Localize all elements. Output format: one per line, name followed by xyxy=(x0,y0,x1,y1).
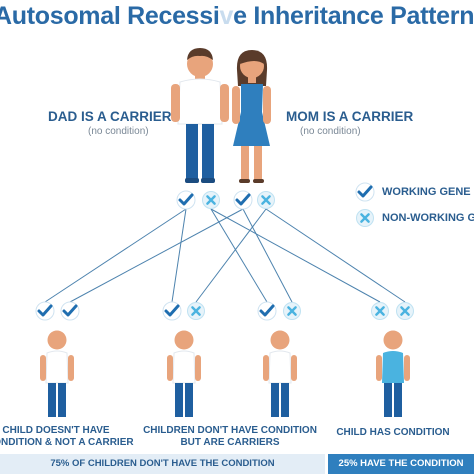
inheritance-lines xyxy=(44,208,406,303)
non-working-gene-x-icon xyxy=(201,190,221,210)
child2-label-line2: BUT ARE CARRIERS xyxy=(180,437,280,448)
working-gene-check-icon xyxy=(232,189,254,211)
line-dad-a-child2 xyxy=(171,208,187,303)
child1-label-line2: CONDITION & NOT A CARRIER xyxy=(0,437,134,448)
mom-label: MOM IS A CARRIER xyxy=(286,109,414,124)
non-working-gene-x-icon xyxy=(186,301,206,321)
footer-affected-bar: 25% HAVE THE CONDITION xyxy=(328,454,474,474)
title-part1: Autosomal Recessi xyxy=(0,2,220,30)
working-gene-check-icon xyxy=(59,300,81,322)
child2-label-line1: CHILDREN DON'T HAVE CONDITION xyxy=(143,425,317,436)
working-gene-check-icon xyxy=(256,300,278,322)
line-dad-b-child3 xyxy=(210,208,268,303)
line-dad-a-child1 xyxy=(44,208,187,303)
working-gene-check-icon xyxy=(34,300,56,322)
child-figure xyxy=(263,330,297,417)
non-working-gene-x-icon xyxy=(256,190,276,210)
non-working-gene-x-icon xyxy=(370,301,390,321)
footer-unaffected-bar: 75% OF CHILDREN DON'T HAVE THE CONDITION xyxy=(0,454,325,474)
title-part2: v xyxy=(219,2,234,30)
dad-sublabel: (no condition) xyxy=(88,126,149,137)
non-working-gene-x-icon xyxy=(355,208,375,228)
non-working-gene-x-icon xyxy=(395,301,415,321)
dad-label: DAD IS A CARRIER xyxy=(48,109,172,124)
child4-label: CHILD HAS CONDITION xyxy=(333,427,453,439)
diagram-title: Autosomal Recessive Inheritance Pattern xyxy=(0,2,474,31)
child4-genes xyxy=(370,301,415,321)
child-figure xyxy=(167,330,201,417)
legend-nonworking-label: NON-WORKING G xyxy=(382,212,474,224)
title-part3: e Inheritance Pattern xyxy=(233,2,474,30)
child4-label-line1: CHILD HAS CONDITION xyxy=(336,427,450,438)
legend-working-label: WORKING GENE xyxy=(382,186,471,198)
affected-child-figure xyxy=(376,330,410,417)
working-gene-check-icon xyxy=(161,300,183,322)
child2-label: CHILDREN DON'T HAVE CONDITION BUT ARE CA… xyxy=(140,425,320,449)
mom-figure xyxy=(232,50,271,183)
child1-genes xyxy=(34,300,81,322)
mom-genes xyxy=(232,189,276,211)
line-mom-a-child1 xyxy=(69,208,244,303)
line-mom-a-child3 xyxy=(242,208,293,303)
child-figure xyxy=(40,330,74,417)
non-working-gene-x-icon xyxy=(282,301,302,321)
working-gene-check-icon xyxy=(354,181,376,203)
child3-genes xyxy=(256,300,302,322)
child1-label-line1: CHILD DOESN'T HAVE xyxy=(2,425,110,436)
line-dad-b-child4 xyxy=(210,208,381,303)
mom-sublabel: (no condition) xyxy=(300,126,361,137)
child2-genes xyxy=(161,300,206,322)
dad-genes xyxy=(175,189,221,211)
dad-figure xyxy=(171,48,229,183)
child1-label: CHILD DOESN'T HAVE CONDITION & NOT A CAR… xyxy=(0,425,134,449)
working-gene-check-icon xyxy=(175,189,197,211)
line-mom-b-child2 xyxy=(195,208,267,303)
line-mom-b-child4 xyxy=(265,208,406,303)
legend-icons xyxy=(354,181,376,228)
